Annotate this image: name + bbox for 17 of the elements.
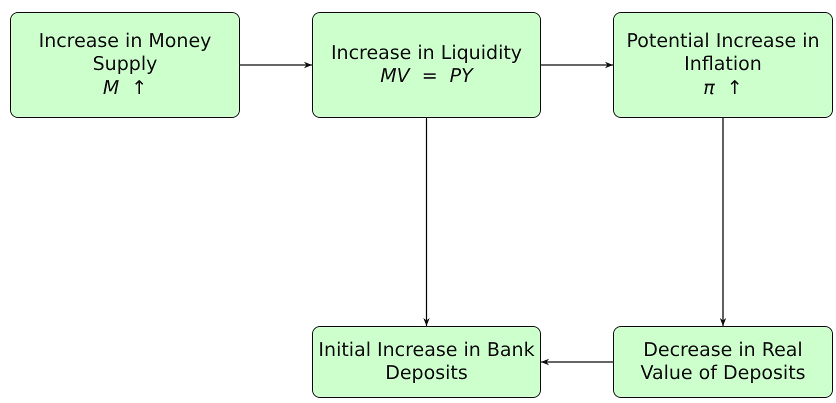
- node-text: Increase in Money Supply: [38, 30, 212, 77]
- process-box: [613, 326, 833, 398]
- process-box: [613, 12, 833, 118]
- formula-text: π ↑: [703, 76, 743, 100]
- node-text: Initial Increase in Bank Deposits: [317, 338, 536, 386]
- arrow: [423, 118, 430, 326]
- arrow: [720, 118, 726, 326]
- node-text: Increase in Liquidity: [330, 42, 522, 65]
- process-box: [10, 12, 240, 118]
- arrow: [240, 62, 312, 68]
- formula-text: M ↑: [102, 76, 148, 100]
- arrow: [541, 358, 613, 366]
- process-box: [312, 12, 541, 118]
- process-box: [312, 326, 541, 398]
- node-text: Decrease in Real Value of Deposits: [639, 338, 807, 386]
- formula-text: MV = PY: [380, 65, 473, 88]
- arrow: [541, 62, 613, 68]
